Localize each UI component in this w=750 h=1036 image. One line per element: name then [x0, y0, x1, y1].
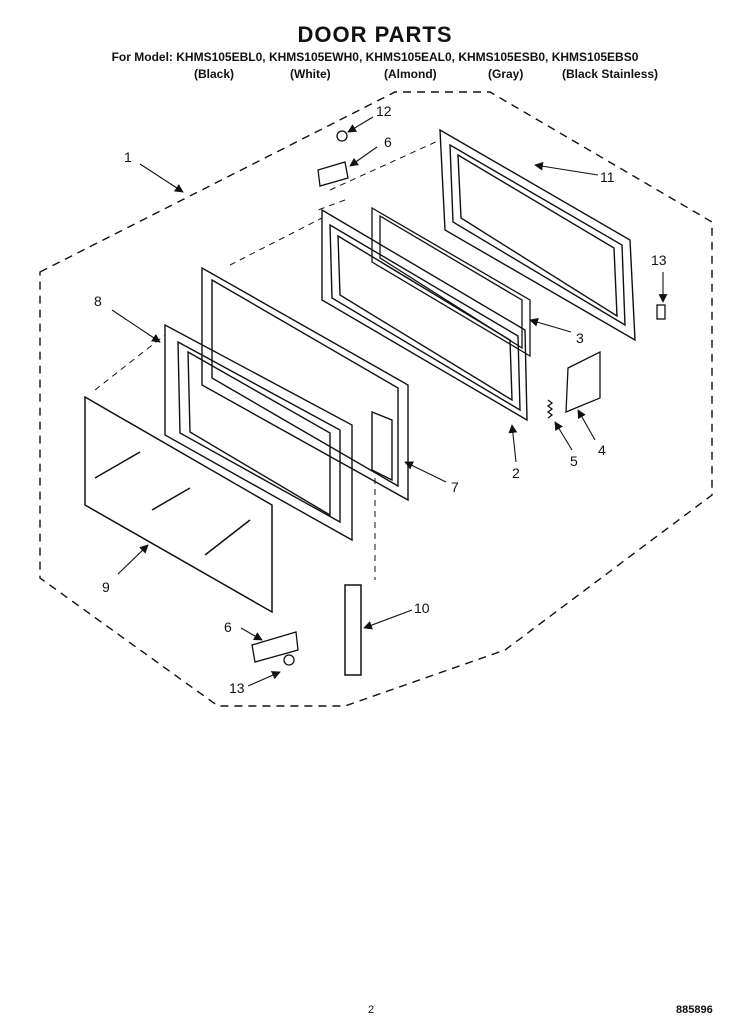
latch-spring — [546, 399, 554, 419]
callout-7: 7 — [451, 479, 459, 495]
inner-door-frame — [321, 208, 528, 422]
color-label-black: (Black) — [194, 67, 235, 81]
callout-6-top: 6 — [384, 134, 392, 150]
door-frame — [201, 266, 409, 502]
model-numbers: For Model: KHMS105EBL0, KHMS105EWH0, KHM… — [111, 50, 639, 64]
side-screw — [656, 304, 666, 320]
color-label-almond: (Almond) — [384, 67, 437, 81]
callout-2: 2 — [512, 465, 520, 481]
color-label-white: (White) — [290, 67, 331, 81]
callout-4: 4 — [598, 442, 606, 458]
callout-5: 5 — [570, 453, 578, 469]
rear-door-frame — [439, 128, 636, 342]
leader-arrows — [111, 116, 668, 687]
document-code: 885896 — [676, 1004, 713, 1016]
callout-1: 1 — [124, 149, 132, 165]
callout-10: 10 — [414, 600, 430, 616]
page-title: DOOR PARTS — [297, 22, 453, 47]
callout-13-bottom: 13 — [229, 680, 245, 696]
alignment-lines — [94, 139, 441, 580]
latch-bracket — [565, 350, 601, 413]
door-choke — [371, 206, 531, 358]
callout-11: 11 — [600, 169, 615, 185]
top-hinge — [317, 130, 349, 187]
callout-8: 8 — [94, 293, 102, 309]
bottom-hinge — [251, 631, 299, 666]
assembly-outline — [39, 91, 713, 707]
callout-3: 3 — [576, 330, 584, 346]
callout-13-right: 13 — [651, 252, 667, 268]
color-label-black-stainless: (Black Stainless) — [562, 67, 659, 81]
callout-6-bottom: 6 — [224, 619, 232, 635]
door-glass — [84, 395, 273, 614]
callout-9: 9 — [102, 579, 110, 595]
page-number: 2 — [368, 1004, 375, 1016]
callout-12: 12 — [376, 103, 392, 119]
color-label-gray: (Gray) — [488, 67, 524, 81]
door-handle — [344, 584, 362, 676]
door-front-panel — [164, 323, 353, 542]
